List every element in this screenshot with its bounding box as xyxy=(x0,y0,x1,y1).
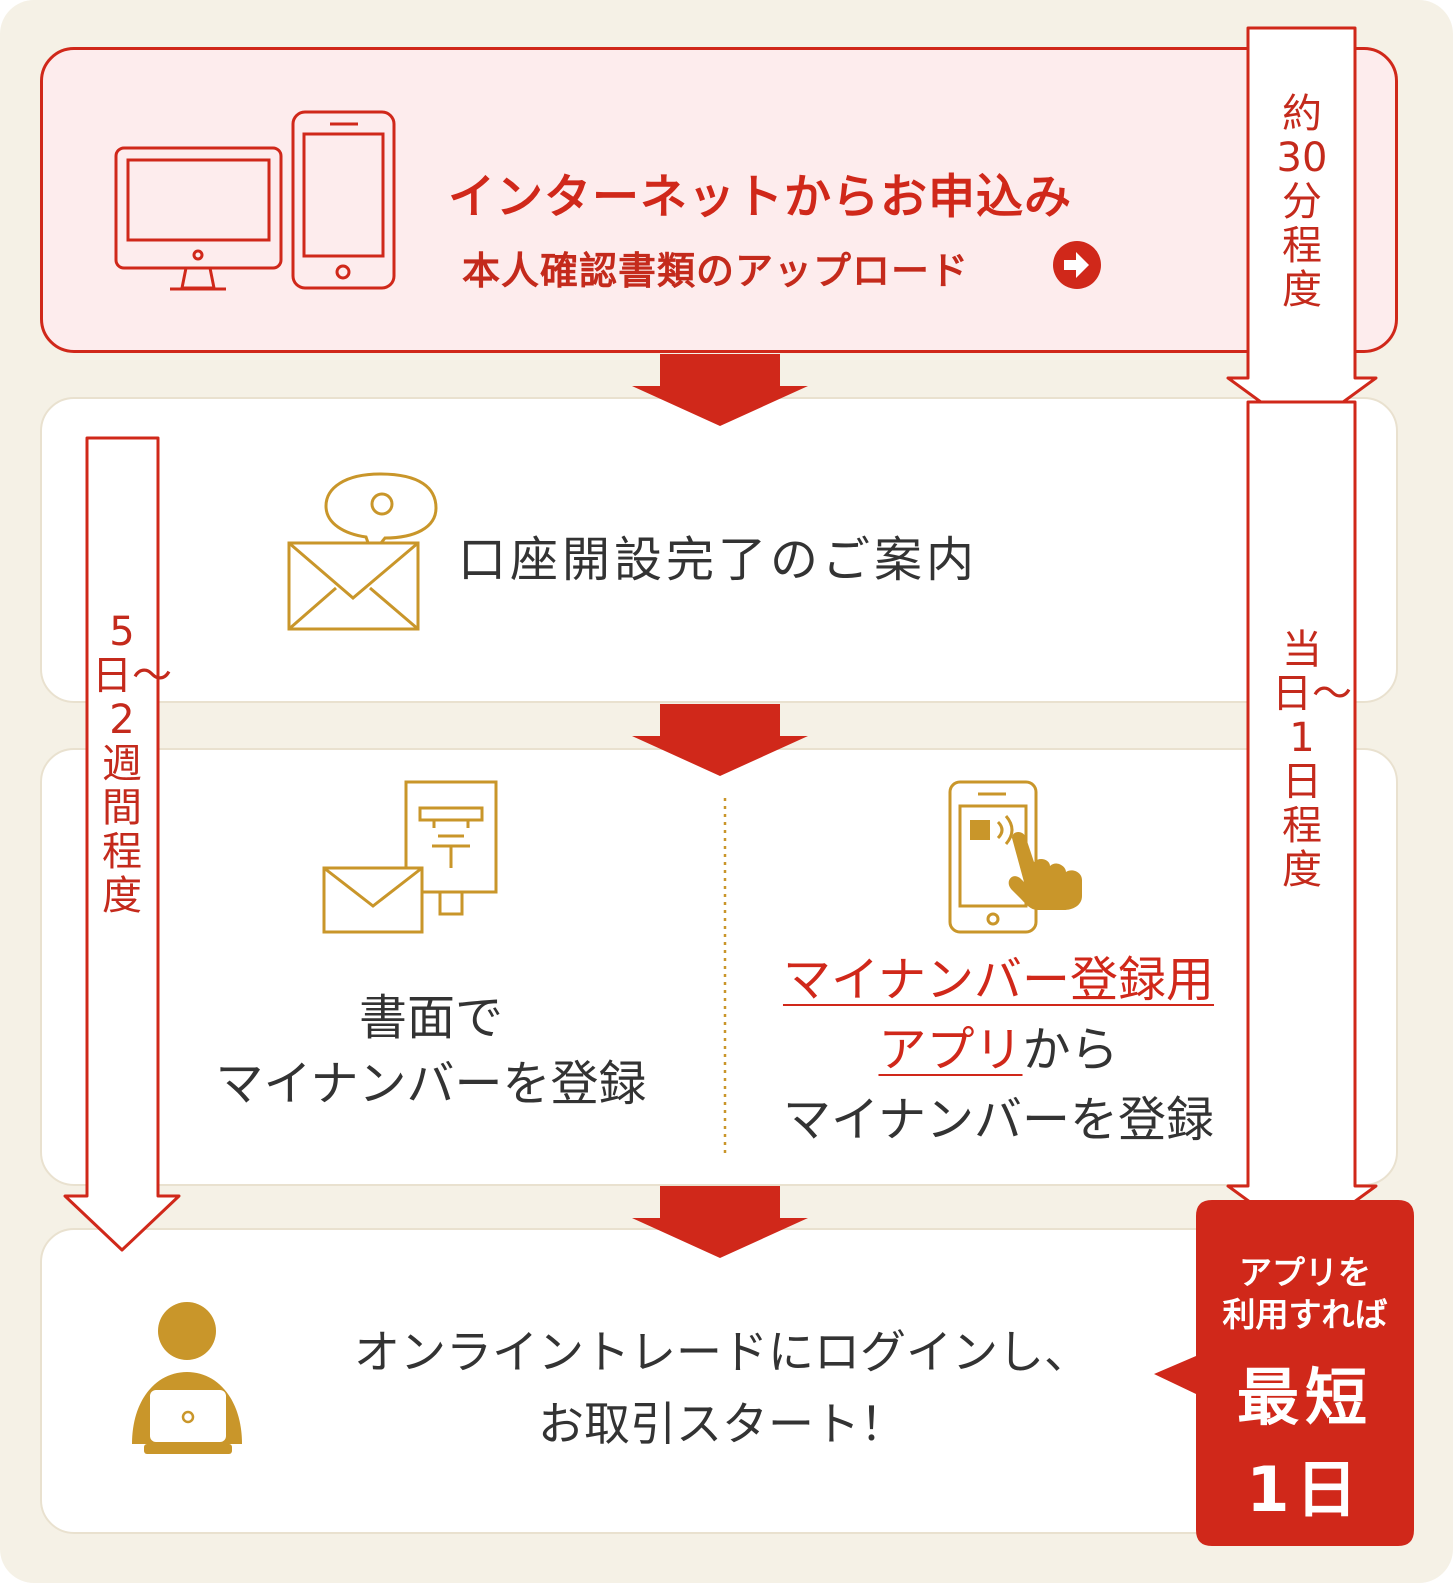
step-apply-panel xyxy=(40,47,1398,353)
duration-app-label: 当日〜1日程度 xyxy=(1272,627,1352,893)
start-trading-text: オンライントレードにログインし、 お取引スタート！ xyxy=(292,1316,1152,1460)
upload-id-label: 本人確認書類のアップロード xyxy=(462,249,970,293)
duration-paper-label: 5日〜2週間程度 xyxy=(92,609,172,919)
person-laptop-icon xyxy=(132,1302,242,1454)
apply-title: インターネットからお申込み xyxy=(448,170,1072,225)
app-link[interactable]: アプリ xyxy=(878,1022,1023,1078)
account-opened-label: 口座開設完了のご案内 xyxy=(458,532,979,588)
mynumber-paper-text: 書面で マイナンバーを登録 xyxy=(196,985,666,1117)
duration-arrow-paper xyxy=(63,436,181,1252)
arrow-right-circle-icon xyxy=(1053,241,1101,289)
badge-bubble xyxy=(1154,1200,1414,1546)
app-from-label: から xyxy=(1022,1022,1119,1078)
step-account-opened-panel xyxy=(40,397,1398,703)
mynumber-app-line3: マイナンバーを登録 xyxy=(782,1092,1215,1148)
mynumber-app-text: マイナンバー登録用 アプリから マイナンバーを登録 xyxy=(756,945,1241,1155)
step-arrow-3 xyxy=(632,1186,808,1258)
start-line2: お取引スタート！ xyxy=(538,1397,906,1451)
shortest-badge: アプリを 利用すれば 最短 1日 xyxy=(1196,1200,1414,1546)
duration-online-label: 約30分程度 xyxy=(1276,91,1328,313)
mail-post-icon xyxy=(322,780,498,934)
mynumber-app-link[interactable]: マイナンバー登録用 xyxy=(782,952,1215,1008)
envelope-message-icon xyxy=(287,472,438,631)
step-mynumber-panel xyxy=(40,748,1398,1186)
step-arrow-1 xyxy=(632,354,808,426)
start-line1: オンライントレードにログインし、 xyxy=(354,1325,1090,1379)
monitor-icon xyxy=(114,146,283,291)
mynumber-paper-line1: 書面で xyxy=(358,990,503,1046)
mynumber-paper-line2: マイナンバーを登録 xyxy=(215,1056,647,1112)
smartphone-icon xyxy=(291,110,396,290)
badge-one-day: 1日 xyxy=(1246,1453,1364,1526)
step-arrow-2 xyxy=(632,704,808,776)
badge-shortest: 最短 xyxy=(1236,1361,1373,1434)
smartphone-tap-icon xyxy=(948,780,1082,934)
badge-condition: アプリを 利用すれば xyxy=(1222,1253,1388,1334)
